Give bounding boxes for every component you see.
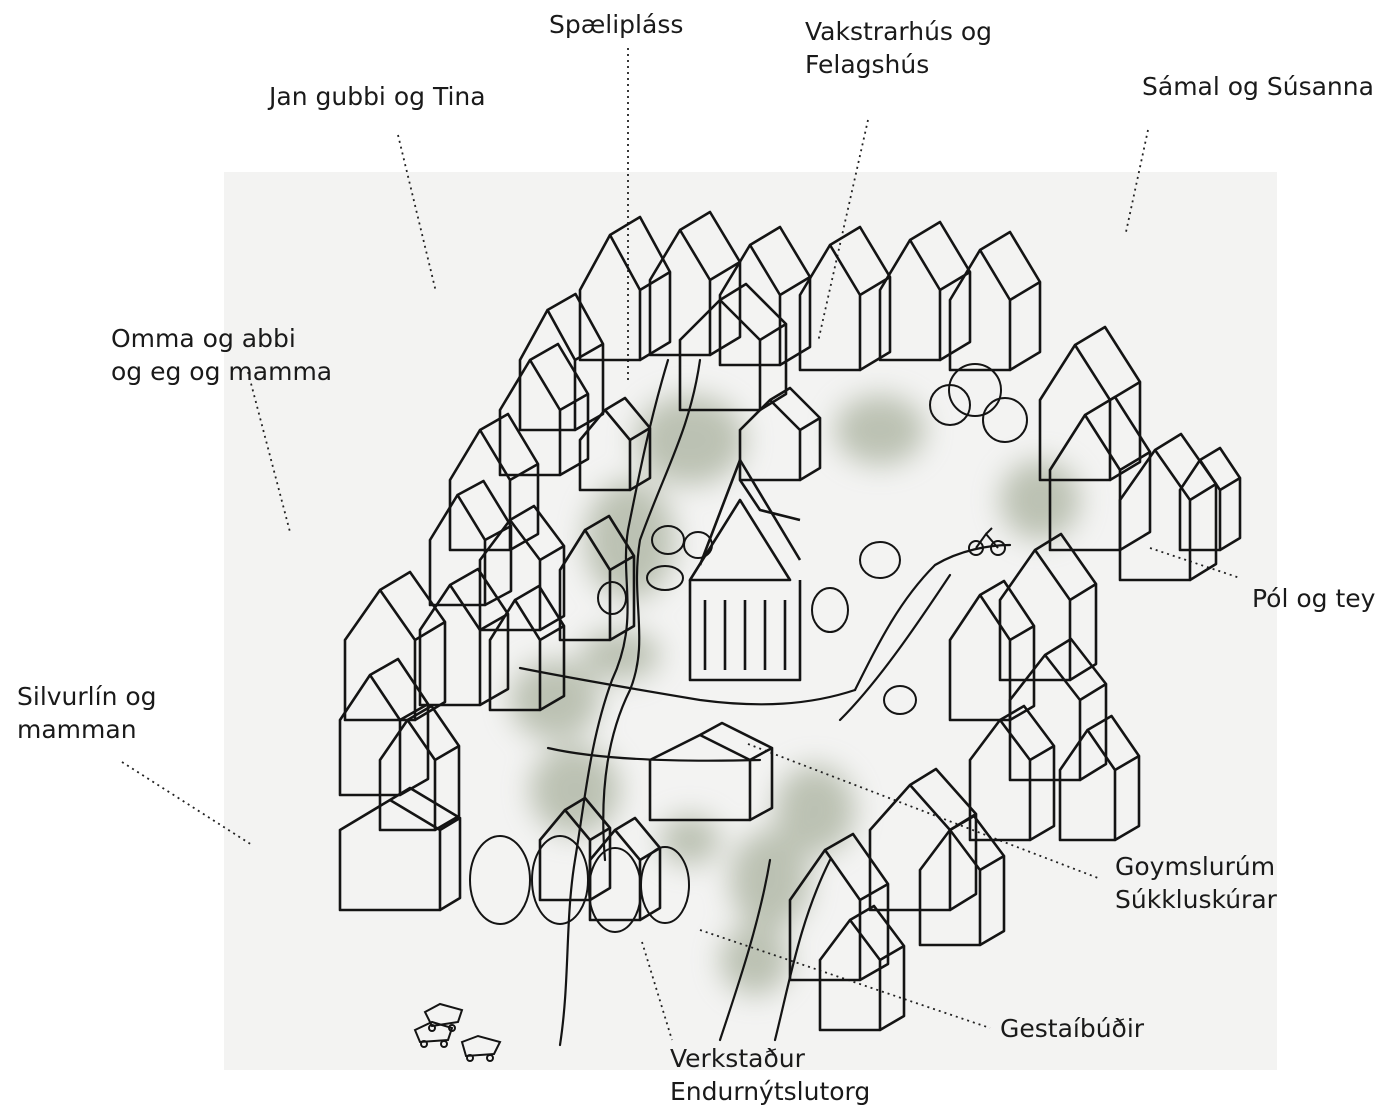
leader-jan-gubbi bbox=[397, 134, 437, 293]
house-27 bbox=[918, 814, 1006, 947]
house-26 bbox=[868, 767, 978, 912]
label-speliplass: Spælipláss bbox=[549, 10, 684, 39]
bicycle bbox=[968, 527, 1006, 556]
leader-samal bbox=[1125, 129, 1149, 233]
house-9 bbox=[448, 412, 540, 552]
leader-vakstrarhus bbox=[817, 119, 869, 343]
leader-goymslurum bbox=[747, 743, 1099, 879]
house-20 bbox=[338, 786, 462, 912]
label-jan-gubbi: Jan gubbi og Tina bbox=[269, 82, 486, 111]
paths bbox=[518, 358, 1012, 1047]
house-34 bbox=[478, 504, 566, 632]
house-23 bbox=[1008, 637, 1108, 782]
leader-verkstadur bbox=[641, 941, 673, 1041]
house-32 bbox=[578, 396, 652, 492]
house-19 bbox=[378, 704, 461, 832]
label-vakstrarhus: Vakstrarhús og Felagshús bbox=[805, 17, 993, 79]
house-28 bbox=[788, 832, 890, 982]
house-7 bbox=[518, 292, 605, 432]
house-17 bbox=[488, 584, 566, 712]
house-3 bbox=[718, 225, 812, 367]
label-samal: Sámal og Súsanna bbox=[1142, 72, 1374, 101]
houses bbox=[338, 210, 1242, 1032]
house-29 bbox=[818, 904, 906, 1032]
leader-omma bbox=[247, 371, 291, 533]
label-goymslurum: Goymslurúm Súkkluskúrar bbox=[1115, 852, 1277, 914]
house-24 bbox=[968, 704, 1056, 842]
leader-lines bbox=[121, 48, 1241, 1041]
house-35 bbox=[558, 514, 636, 642]
label-omma: Omma og abbi og eg og mamma bbox=[111, 324, 333, 386]
label-pol: Pól og tey bbox=[1252, 584, 1376, 613]
house-36 bbox=[538, 796, 612, 902]
house-25 bbox=[1058, 714, 1141, 842]
house-11 bbox=[1038, 325, 1142, 482]
house-6 bbox=[948, 230, 1042, 372]
label-silvurlin: Silvurlín og mamman bbox=[17, 682, 157, 744]
house-18 bbox=[338, 657, 430, 797]
green-shared-space bbox=[510, 395, 1080, 995]
parked-cars bbox=[413, 1002, 502, 1062]
leader-pol bbox=[1149, 547, 1241, 579]
house-31 bbox=[678, 282, 788, 412]
house-15 bbox=[343, 570, 447, 722]
leader-silvurlin bbox=[121, 761, 253, 846]
house-14 bbox=[1178, 446, 1242, 552]
house-10 bbox=[428, 479, 513, 607]
house-8 bbox=[498, 342, 590, 477]
house-1 bbox=[578, 215, 672, 362]
house-37 bbox=[588, 816, 662, 922]
house-30 bbox=[648, 721, 774, 822]
house-16 bbox=[418, 567, 510, 707]
trees bbox=[469, 363, 1028, 933]
house-4 bbox=[798, 225, 892, 372]
house-33 bbox=[738, 386, 822, 482]
label-gestaibudir: Gestaíbúðir bbox=[1000, 1014, 1145, 1043]
house-22 bbox=[948, 579, 1036, 722]
house-5 bbox=[878, 220, 972, 362]
house-12 bbox=[1048, 395, 1152, 552]
central-common-house bbox=[688, 458, 802, 682]
house-13 bbox=[1118, 432, 1218, 582]
label-verkstadur: Verkstaður Endurnýtslutorg bbox=[670, 1044, 871, 1106]
